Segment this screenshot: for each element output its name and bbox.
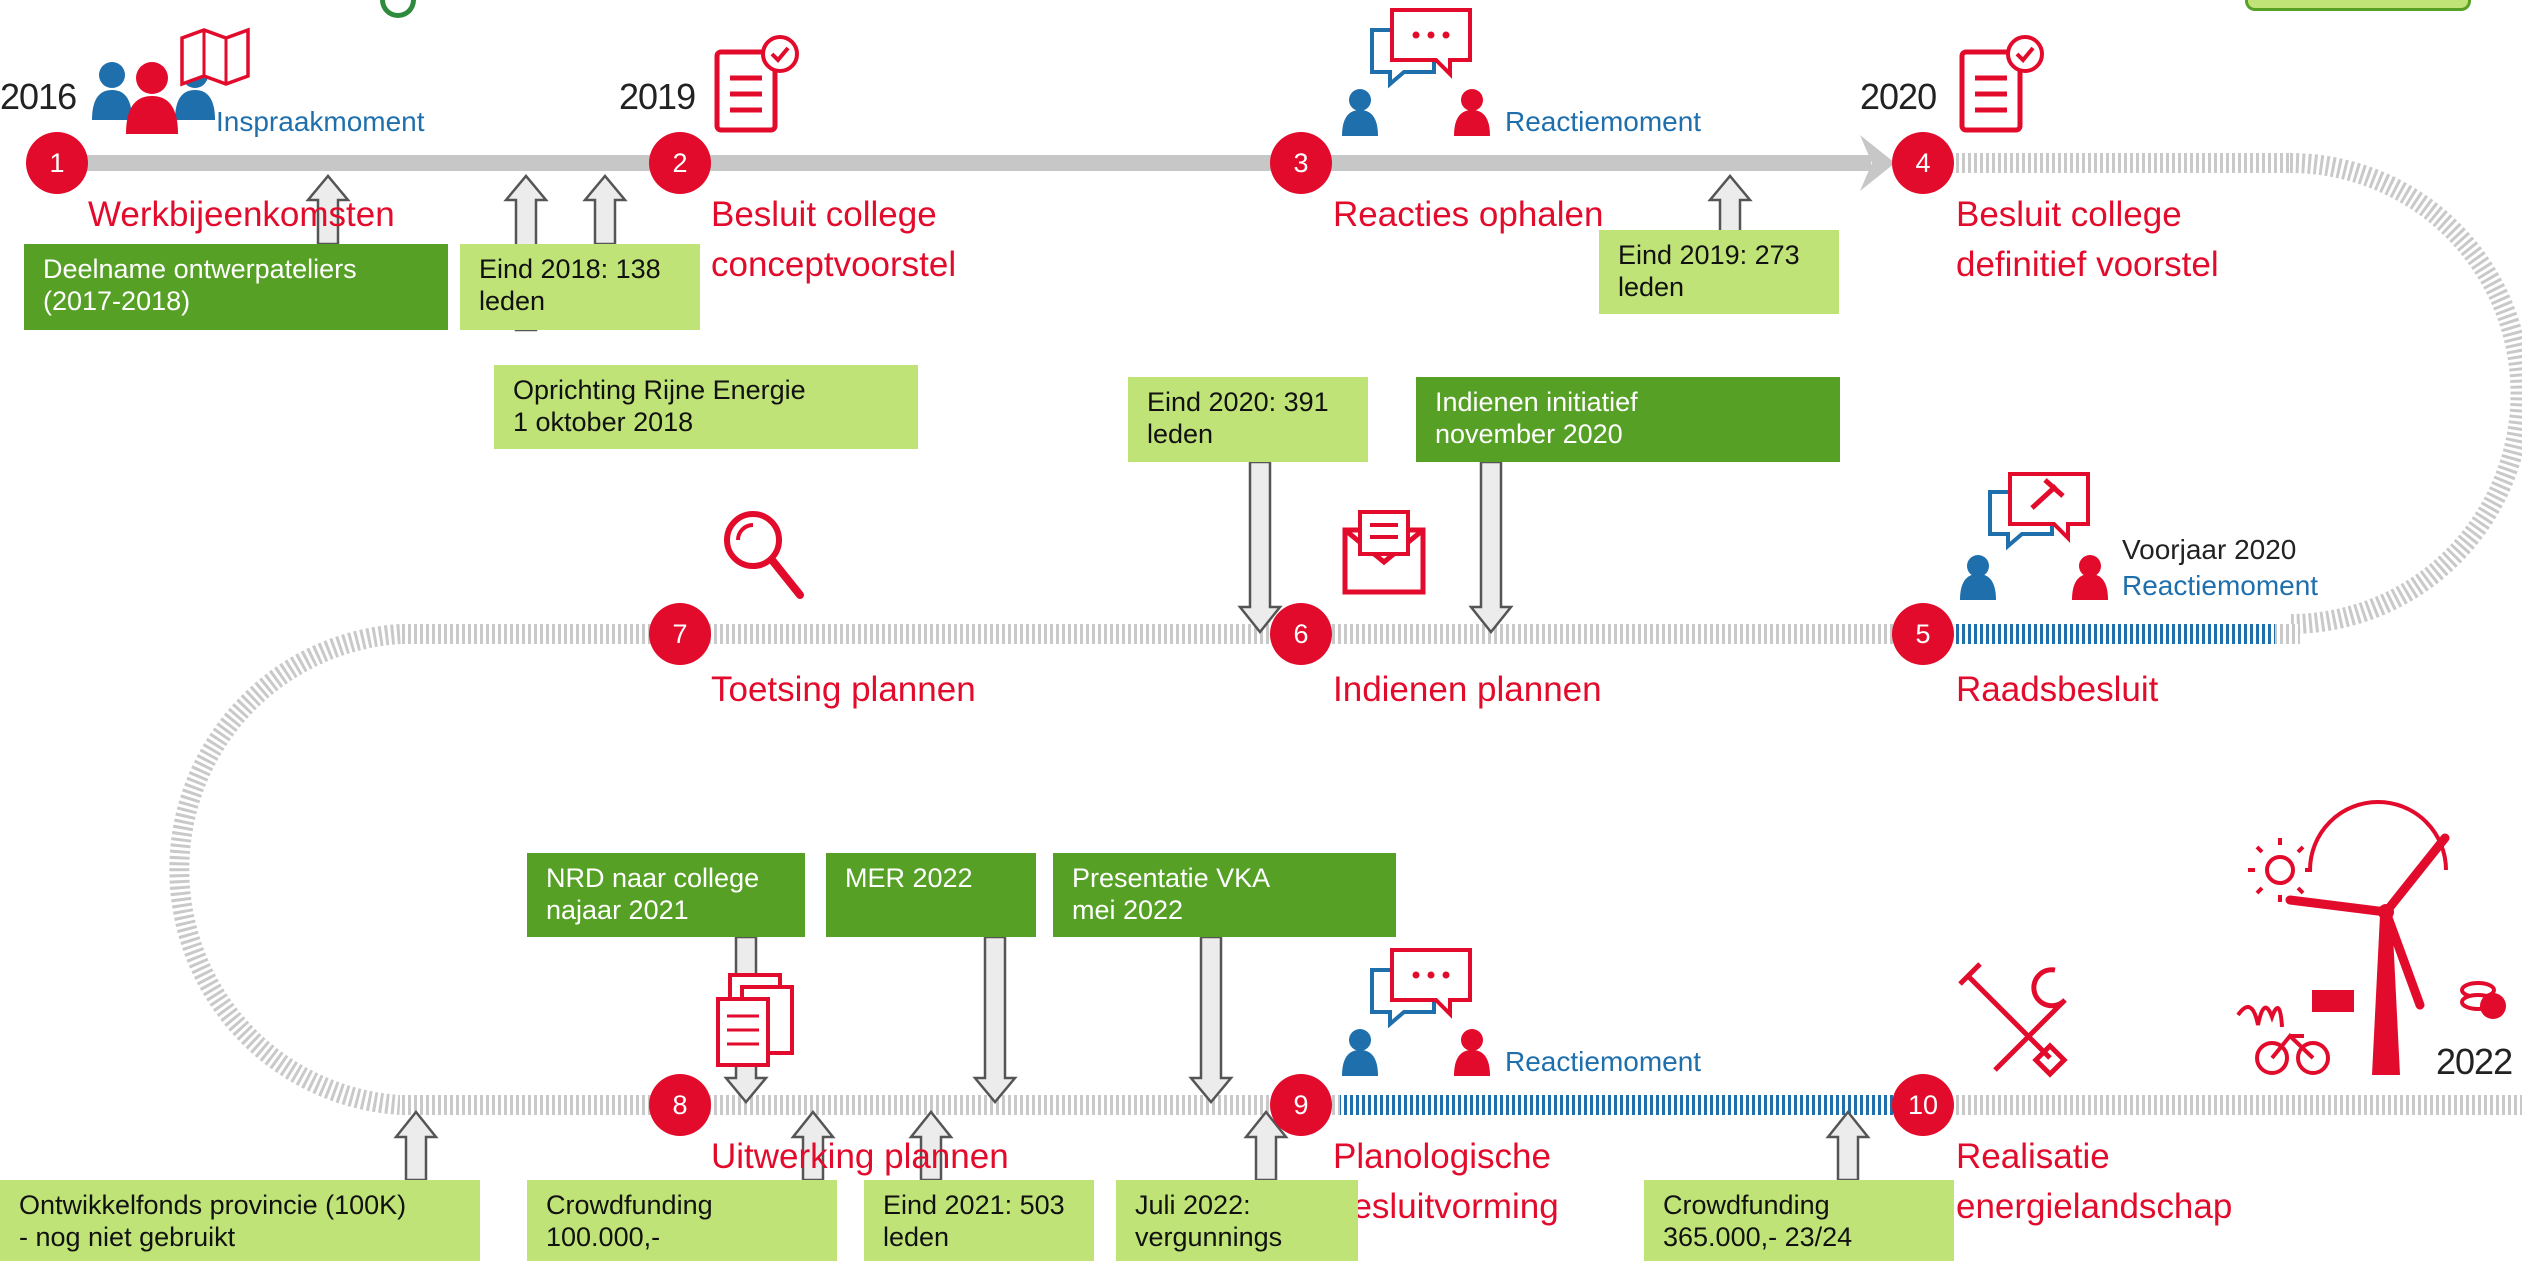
note-ontwikkelfonds: Ontwikkelfonds provincie (100K)- nog nie… [0,1180,480,1261]
connector-arrow-up-7 [908,1109,954,1182]
note-juli-2022: Juli 2022:vergunnings [1116,1180,1358,1261]
step-label-8: Uitwerking plannen [711,1137,1009,1176]
partial-logo-badge [2245,0,2471,11]
note-ontwerpateliers: Deelname ontwerpateliers(2017-2018) [24,244,448,330]
track-row2-right [2275,624,2300,644]
people-map-icon [92,27,250,134]
connector-arrow-down-1 [1237,460,1283,635]
tools-icon [1958,962,2068,1078]
step-label-3: Reacties ophalen [1333,195,1604,234]
step-dot-10: 10 [1892,1074,1954,1136]
step-dot-8: 8 [649,1074,711,1136]
track-row2-hatched [400,624,1940,644]
magnifier-icon [724,511,804,599]
inspraakmoment-label: Inspraakmoment [216,106,425,137]
windmill-icon [2236,800,2506,1075]
partial-logo-circle [380,0,416,18]
step-dot-9: 9 [1270,1074,1332,1136]
track-row3-blue [1340,1095,1895,1115]
connector-arrow-up-5 [393,1109,439,1182]
connector-arrow-up-3 [582,174,628,246]
chat-people-icon [1342,8,1490,136]
year-2022: 2022 [2436,1041,2513,1082]
track-row1-solid [56,155,1871,171]
connector-arrow-up-6 [790,1109,836,1182]
track-row3-hatched-a [400,1095,1340,1115]
note-mer-2022: MER 2022 [826,853,1036,937]
step-dot-2: 2 [649,132,711,194]
track-row3-hatched-b [1955,1095,2522,1115]
year-2020: 2020 [1860,76,1937,117]
document-check-icon-2 [1959,35,2044,133]
track-left-curve [169,624,401,1115]
step-dot-4: 4 [1892,132,1954,194]
connector-arrow-up-1 [305,174,351,246]
step-label-6: Indienen plannen [1333,670,1602,709]
step-dot-7: 7 [649,603,711,665]
envelope-icon [1342,510,1426,595]
voorjaar-label: Voorjaar 2020 [2122,534,2297,565]
track-row2-blue [1955,624,2275,644]
chat-people-icon-2 [1342,948,1490,1076]
gavel-chat-icon [1960,472,2108,600]
year-2016: 2016 [0,76,77,117]
connector-arrow-up-9 [1825,1109,1871,1182]
step-dot-3: 3 [1270,132,1332,194]
step-dot-1: 1 [26,132,88,194]
reactiemoment-label-bottom: Reactiemoment [1505,1046,1702,1077]
documents-stack-icon [716,973,794,1067]
document-check-icon [714,35,799,133]
track-right-curve [2289,153,2522,634]
year-2019: 2019 [619,76,696,117]
step-dot-6: 6 [1270,603,1332,665]
connector-arrow-down-4 [972,935,1018,1104]
step-label-5: Raadsbesluit [1956,670,2159,709]
step-label-7: Toetsing plannen [711,670,976,709]
step-label-1: Werkbijeenkomsten [88,195,395,234]
connector-arrow-down-2 [1468,460,1514,635]
track-row1-arrowhead [1860,135,1895,191]
step-dot-5: 5 [1892,603,1954,665]
track-row1-hatched [1950,153,2290,173]
reactiemoment-label-top: Reactiemoment [1505,106,1702,137]
reactiemoment-label-mid: Reactiemoment [2122,570,2319,601]
connector-arrow-up-4 [1707,174,1753,234]
connector-arrow-down-5 [1188,935,1234,1104]
